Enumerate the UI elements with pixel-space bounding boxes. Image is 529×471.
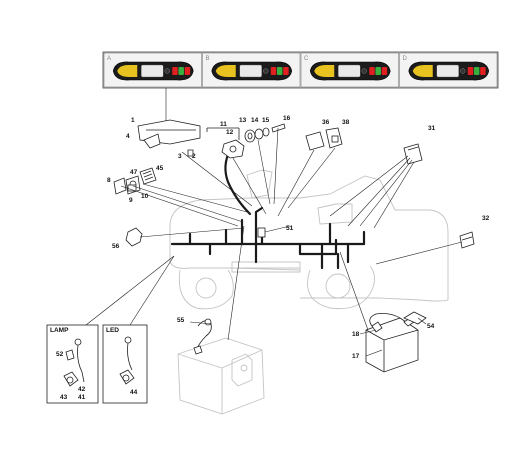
part-label: 4 bbox=[126, 133, 130, 140]
panel-knob-icon bbox=[164, 68, 170, 74]
part-labels: 1 2 3 4 8 9 10 11 12 13 14 15 16 17 18 3… bbox=[56, 115, 490, 401]
switch-36-38 bbox=[305, 127, 343, 151]
dashboard-panel: B bbox=[202, 52, 301, 88]
part-label: 18 bbox=[352, 331, 360, 338]
panel-variant-letter: D bbox=[403, 56, 408, 62]
panel-screen bbox=[338, 64, 361, 78]
main-harness bbox=[170, 148, 366, 270]
part-label: 45 bbox=[156, 165, 164, 172]
part-label: 15 bbox=[262, 117, 270, 124]
right-indicator-light bbox=[369, 67, 375, 75]
part-label: 38 bbox=[342, 119, 350, 126]
dashboard-panel: C bbox=[300, 52, 399, 88]
dashboard-variants-strip: A B C D bbox=[102, 51, 499, 89]
right-indicator-light bbox=[178, 67, 184, 75]
hex-connector-56 bbox=[125, 227, 143, 247]
part-label: 13 bbox=[239, 117, 247, 124]
part-label: 9 bbox=[129, 197, 133, 204]
tractor-outline bbox=[169, 169, 449, 310]
panel-knob-icon bbox=[263, 68, 269, 74]
part-label: 11 bbox=[220, 121, 227, 128]
part-label: 16 bbox=[283, 115, 291, 122]
dashboard-panel: D bbox=[399, 52, 498, 88]
left-indicator-pad bbox=[117, 65, 138, 77]
panel-variant-letter: B bbox=[206, 56, 210, 62]
panel-knob-icon bbox=[361, 68, 367, 74]
part-label: 54 bbox=[427, 323, 435, 330]
part-label: 10 bbox=[141, 193, 149, 200]
panel-variant-letter: C bbox=[304, 56, 309, 62]
leader-lines bbox=[85, 127, 463, 357]
lamp-inset-box: LAMP bbox=[46, 324, 99, 404]
part-label: 43 bbox=[60, 394, 68, 401]
part-label: 1 bbox=[131, 117, 135, 124]
ignition-key-assembly bbox=[206, 123, 286, 159]
part-label: 44 bbox=[130, 389, 138, 396]
panel-knob-icon bbox=[460, 68, 466, 74]
part-label: 3 bbox=[178, 153, 182, 160]
part-label: 52 bbox=[56, 351, 64, 358]
panel-screen bbox=[239, 64, 262, 78]
right-indicator-light bbox=[467, 67, 474, 75]
led-inset-box: LED bbox=[102, 324, 148, 404]
lamp-box-title: LAMP bbox=[50, 327, 69, 334]
part-label: 56 bbox=[112, 243, 120, 250]
connector-32 bbox=[459, 231, 475, 249]
panel-screen bbox=[141, 64, 164, 78]
left-indicator-pad bbox=[215, 65, 236, 77]
panel-variant-letter: A bbox=[107, 56, 111, 62]
left-indicator-pad bbox=[314, 65, 335, 77]
part-label: 32 bbox=[482, 215, 490, 222]
right-indicator-light bbox=[480, 67, 486, 75]
part-label: 31 bbox=[428, 125, 436, 132]
dashboard-panel: A bbox=[103, 52, 202, 88]
part-label: 42 bbox=[78, 386, 86, 393]
left-indicator-pad bbox=[412, 65, 433, 77]
right-indicator-light bbox=[283, 67, 289, 75]
part-label: 14 bbox=[251, 117, 259, 124]
right-indicator-light bbox=[375, 67, 381, 75]
connector-51 bbox=[257, 227, 266, 238]
part-label: 8 bbox=[107, 177, 111, 184]
part-label: 47 bbox=[130, 169, 138, 176]
part-label: 41 bbox=[78, 394, 86, 401]
left-switch-group bbox=[113, 167, 157, 195]
right-indicator-light bbox=[473, 67, 480, 75]
part-label: 51 bbox=[286, 225, 294, 232]
part-label: 55 bbox=[177, 317, 185, 324]
right-indicator-light bbox=[381, 67, 388, 75]
right-indicator-light bbox=[270, 67, 277, 75]
right-indicator-light bbox=[276, 67, 283, 75]
battery-assembly bbox=[365, 311, 427, 373]
part-label: 17 bbox=[352, 353, 360, 360]
part-label: 12 bbox=[226, 129, 234, 136]
led-box-title: LED bbox=[106, 327, 119, 334]
relay-31 bbox=[403, 143, 423, 165]
right-indicator-light bbox=[172, 67, 178, 75]
right-indicator-light bbox=[184, 67, 191, 75]
dashboard-housing bbox=[137, 119, 201, 157]
part-label: 36 bbox=[322, 119, 330, 126]
fuel-tank bbox=[177, 318, 265, 415]
part-label: 2 bbox=[192, 153, 196, 160]
panel-screen bbox=[436, 64, 459, 78]
